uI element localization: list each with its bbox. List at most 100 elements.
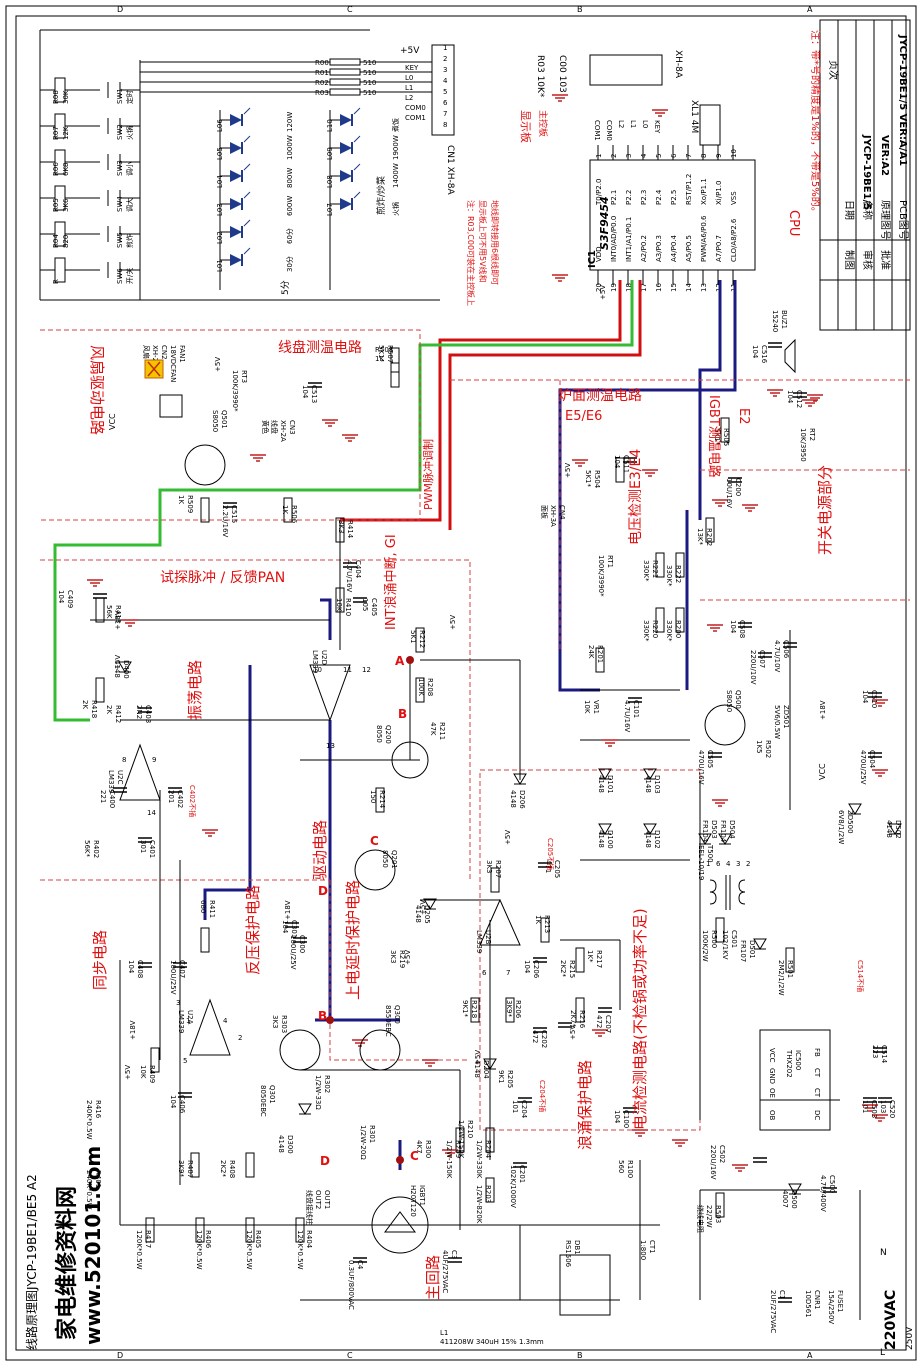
component-text: R414	[346, 520, 354, 539]
resistor-body	[505, 997, 515, 1023]
component-text: 10D561	[804, 1290, 812, 1318]
ac-l: L	[880, 1348, 885, 1358]
component-text: R201	[596, 645, 604, 663]
component-text: 680	[199, 900, 207, 913]
component-text: 120K*0.5W	[245, 1230, 253, 1270]
component-text: 330K*	[642, 560, 650, 582]
key-switch-label: 调大	[125, 198, 134, 212]
connector-signal: L2	[405, 94, 413, 102]
component-text: 120K*0.5W	[135, 1230, 143, 1270]
cpu-pin-number: 17	[640, 283, 648, 292]
component-text: R416	[94, 1100, 102, 1119]
section-hob-temp: 炉面测温电路	[558, 388, 642, 404]
component-text: D500	[790, 1190, 798, 1209]
component-text: D206	[518, 790, 526, 809]
resistor-body	[295, 1217, 305, 1243]
resistor-body	[455, 1127, 465, 1153]
component-text: U2C	[116, 770, 124, 785]
component-text: RT2	[808, 428, 816, 441]
ic500-pin: DC	[813, 1110, 821, 1120]
resistor-body	[675, 552, 685, 578]
component-text: C409	[66, 590, 74, 608]
ic500-pin: OB	[768, 1110, 776, 1121]
component-text: 104	[127, 960, 135, 974]
led-symbol	[230, 226, 242, 238]
section-main-loop: 主回路	[424, 1255, 442, 1300]
bridge-rectifier-symbol	[559, 1254, 611, 1316]
component-text: R215	[568, 960, 576, 978]
section-titles: 风扇驱动电路 线盘测温电路 炉面测温电路 E5/E6 IGBT测温电路 E2 电…	[88, 339, 834, 1300]
diode-body	[753, 938, 767, 950]
component-text: 560	[617, 1160, 625, 1173]
cpu-left-pins: 20VDD19INT0/AD/P0.018INT1/A1/P0.117A2/P0…	[595, 215, 738, 292]
cpu-pin-name: Xi/P1.0	[715, 181, 723, 205]
rail-5v: +5V	[564, 463, 572, 478]
component-text: 100U/25V	[169, 960, 177, 995]
display-note: 显示板上可不用5V线和	[478, 200, 488, 283]
component-text: C101	[632, 700, 640, 718]
component-text: R417	[144, 1230, 152, 1248]
component-text: 470U/25V	[859, 750, 867, 785]
component-text: R505	[722, 428, 730, 446]
led-label: 600W	[286, 196, 294, 216]
led-label: 60分	[285, 228, 294, 244]
cpu-pin-number: 6	[670, 153, 678, 158]
diode-body	[598, 768, 612, 780]
component-text: 5K1*	[713, 428, 721, 445]
component-text: 2UF/275VAC	[769, 1290, 777, 1333]
component-text: D400	[122, 660, 130, 679]
component-text: D103	[653, 775, 661, 794]
key-resistor-ref: R07	[52, 126, 60, 140]
component-text: D503	[710, 820, 718, 839]
section-surge-protect: 浪涌保护电路	[576, 1060, 594, 1150]
resistor-body	[200, 927, 210, 953]
rail-5v: +5V	[419, 900, 427, 915]
led-label: 120W	[286, 112, 294, 132]
component-text: 472	[531, 1030, 539, 1043]
title-name-value: JYCP-19BE1/5	[861, 134, 872, 210]
component-text: EEL-10/19	[697, 845, 705, 880]
component-text: 2K2*	[559, 960, 567, 977]
component-text: 101	[861, 1100, 869, 1113]
component-text: 104	[57, 590, 65, 604]
rail-5v: +5V	[114, 655, 122, 670]
cpu-pin-name: A5/P0.5	[685, 235, 693, 262]
resistor-body	[675, 607, 685, 633]
cpu-pin-name: A2/P0.2	[640, 235, 648, 262]
component-text: C401	[148, 840, 156, 858]
component-text: R402	[92, 840, 100, 858]
component-text: D101	[606, 775, 614, 794]
opamp-pin: 8	[122, 756, 126, 764]
component-text: C204	[520, 1100, 528, 1119]
led-symbol	[230, 114, 242, 126]
buzzer-symbol	[784, 338, 796, 374]
led-col-label-b: 煎炸/炒菜	[375, 176, 387, 215]
q500-symbol	[704, 704, 746, 746]
component-text: 18VDCFAN	[169, 345, 177, 382]
cpu-header-signal: L0	[641, 120, 649, 128]
component-text: 5K1	[409, 630, 417, 644]
component-text: R200	[674, 620, 682, 638]
section-overvolt: 反压保护电路	[244, 885, 262, 975]
component-text: 绕线电阻	[696, 1205, 705, 1233]
